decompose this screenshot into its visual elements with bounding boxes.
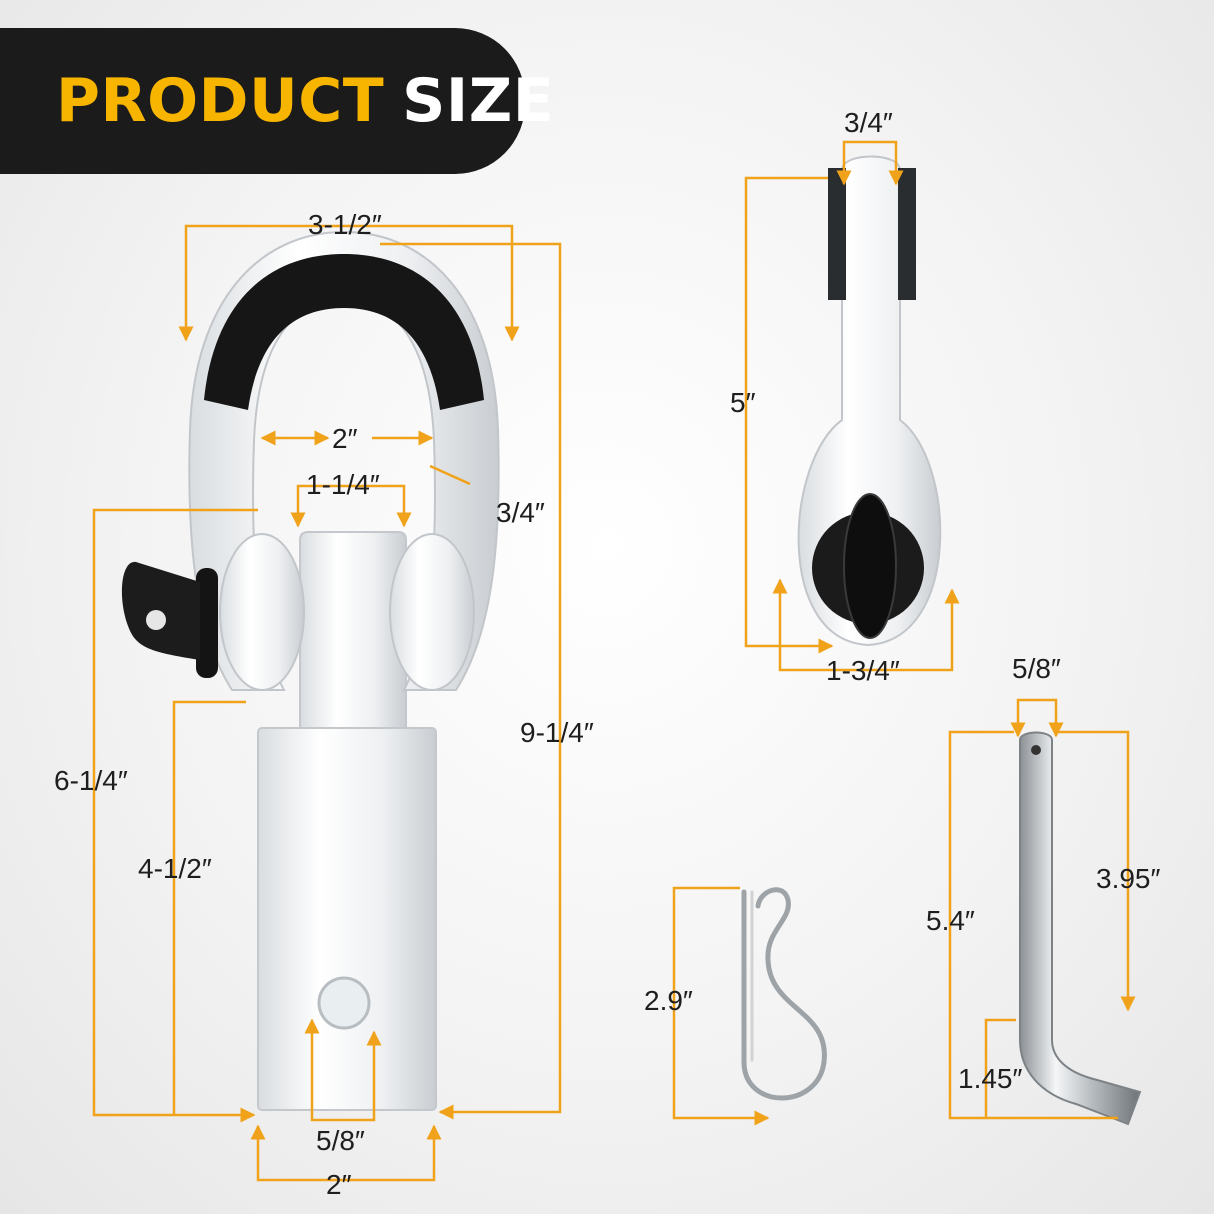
dim-tube-length: 4-1/2″ <box>138 853 212 884</box>
title-banner: PRODUCT SIZE <box>0 28 554 174</box>
title-word-size: SIZE <box>402 66 555 136</box>
dim-shackle-pin: 3/4″ <box>496 497 545 528</box>
dim-side-width: 3/4″ <box>844 107 893 138</box>
shackle-receiver <box>121 230 500 1111</box>
dim-shackle-throat: 1-1/4″ <box>306 469 380 500</box>
clip-wire <box>741 887 827 1101</box>
dim-side-height: 5″ <box>730 387 756 418</box>
shackle-eye-left <box>219 533 305 691</box>
bow-protector <box>204 254 484 410</box>
hitch-pin <box>1019 731 1142 1126</box>
pin-body-hole <box>1031 745 1041 755</box>
pin-tab <box>121 561 200 660</box>
dim-side-base: 1-3/4″ <box>826 655 900 686</box>
side-protector-right <box>898 168 916 300</box>
shackle-side-view <box>797 155 942 647</box>
title-word-product: PRODUCT <box>56 66 385 136</box>
dim-pin-length: 5.4″ <box>926 905 975 936</box>
side-pin-head <box>843 493 897 639</box>
hitch-clip <box>741 887 827 1101</box>
dim-shackle-inner: 2″ <box>332 423 358 454</box>
dimension-lines <box>92 140 1136 1182</box>
pin-washer <box>196 568 218 678</box>
dim-receiver-width: 2″ <box>326 1169 352 1200</box>
dim-pin-bend: 1.45″ <box>958 1063 1022 1094</box>
pin-tab-hole <box>146 610 166 630</box>
shackle-eye-right <box>389 533 475 691</box>
mount-plate <box>299 531 407 729</box>
dim-pin-diameter: 5/8″ <box>1012 653 1061 684</box>
pin-hole <box>317 976 371 1030</box>
dim-shackle-width: 3-1/2″ <box>308 209 382 240</box>
side-protector-left <box>828 168 846 300</box>
pin-body <box>1019 731 1142 1126</box>
dim-clip-height: 2.9″ <box>644 985 693 1016</box>
dim-receiver-height: 6-1/4″ <box>54 765 128 796</box>
receiver-tube <box>257 727 437 1111</box>
dim-pin-hole: 5/8″ <box>316 1125 365 1156</box>
dim-total-height: 9-1/4″ <box>520 717 594 748</box>
dim-pin-straight: 3.95″ <box>1096 863 1160 894</box>
